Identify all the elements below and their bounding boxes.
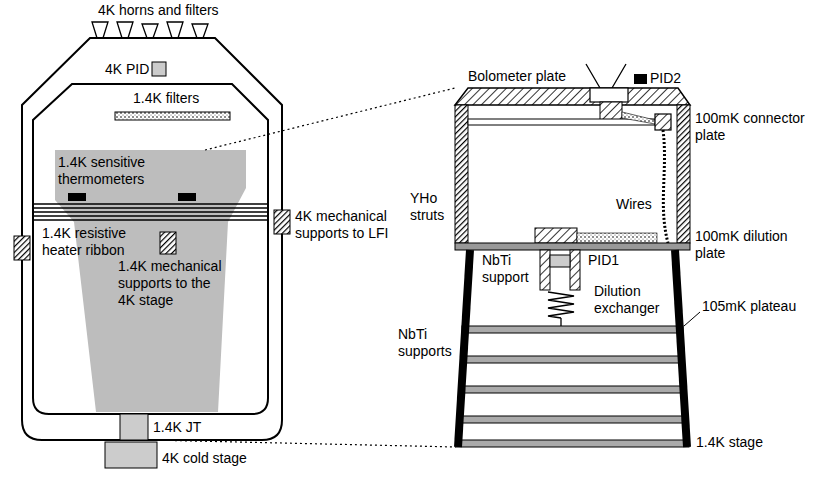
pid1-block xyxy=(550,255,570,267)
bolometer-plate xyxy=(455,88,690,105)
part-label: PID1 xyxy=(588,252,619,269)
stage-bands xyxy=(33,219,268,221)
exchanger-link xyxy=(560,318,561,326)
part-label: 1.4K JT xyxy=(153,419,201,436)
plateaus xyxy=(459,416,686,423)
plateaus xyxy=(461,386,685,393)
part-label: 105mK plateau xyxy=(702,298,796,315)
leader-line xyxy=(684,312,700,326)
nbti-support xyxy=(570,250,580,290)
cold-stage-block xyxy=(105,442,157,468)
strut-wall xyxy=(677,105,690,243)
plateaus xyxy=(456,440,689,447)
part-label: Wires xyxy=(616,196,652,213)
plateaus xyxy=(456,326,689,447)
bolometer-housing xyxy=(590,88,628,102)
part-label: 4K mechanical supports to LFI xyxy=(295,208,401,242)
connector-plate xyxy=(655,114,671,130)
wires xyxy=(663,130,668,243)
part-label: PID2 xyxy=(650,70,681,87)
part-label: 1.4K sensitive thermometers xyxy=(58,154,158,188)
jt-block xyxy=(120,414,148,440)
pid2-block xyxy=(634,74,647,84)
part-label: 4K PID xyxy=(105,61,149,78)
horns xyxy=(167,22,183,38)
part-label: 4K horns and filters xyxy=(98,2,219,19)
horn xyxy=(586,64,626,88)
stipple-wire xyxy=(622,112,655,124)
nbti-support xyxy=(540,250,550,290)
strut-wall xyxy=(455,105,468,243)
part-label: 1.4K filters xyxy=(133,90,199,107)
zoom-line xyxy=(150,440,456,447)
filter-strip xyxy=(115,112,230,120)
part-label: Bolometer plate xyxy=(468,68,566,85)
thermometer xyxy=(178,193,196,201)
part-label: 100mK dilution plate xyxy=(695,228,811,262)
stage-bands xyxy=(33,204,268,220)
stage-bands xyxy=(33,207,268,209)
plateaus xyxy=(462,326,683,333)
horns xyxy=(92,22,208,38)
inner-plate xyxy=(468,119,655,125)
inner-housing-1.4k xyxy=(33,84,268,414)
pid-block xyxy=(152,62,166,76)
horns xyxy=(117,22,133,38)
part-label: NbTi support xyxy=(482,252,536,286)
thermometer xyxy=(68,193,86,201)
flange xyxy=(535,228,577,243)
support-block xyxy=(160,232,176,254)
plateaus xyxy=(462,356,683,363)
exchanger-spring xyxy=(548,292,574,318)
bolometer-block xyxy=(600,102,622,120)
horns xyxy=(142,24,158,38)
sensitive-region xyxy=(55,150,246,412)
horns xyxy=(192,24,208,38)
part-label: 4K cold stage xyxy=(162,450,247,467)
part-label: 1.4K resistive heater ribbon xyxy=(42,225,140,259)
stage-bands xyxy=(33,211,268,213)
horns xyxy=(92,22,108,38)
nbti-leg xyxy=(675,250,687,447)
nbti-leg xyxy=(458,250,470,447)
outer-housing-4k xyxy=(22,38,282,440)
part-label: YHo struts xyxy=(410,190,454,224)
stipple-wire xyxy=(577,233,657,243)
part-label: NbTi supports xyxy=(398,326,456,360)
stage-bands xyxy=(33,203,268,205)
part-label: 1.4K stage xyxy=(696,434,763,451)
stage-bands xyxy=(33,215,268,217)
part-label: 1.4K mechanical supports to the 4K stage xyxy=(118,258,230,309)
part-label: 100mK connector plate xyxy=(695,110,811,144)
dilution-plate xyxy=(455,243,690,250)
part-label: Dilution exchanger xyxy=(594,283,666,317)
support-block xyxy=(274,210,290,234)
support-block xyxy=(14,236,30,260)
zoom-line xyxy=(205,88,455,150)
